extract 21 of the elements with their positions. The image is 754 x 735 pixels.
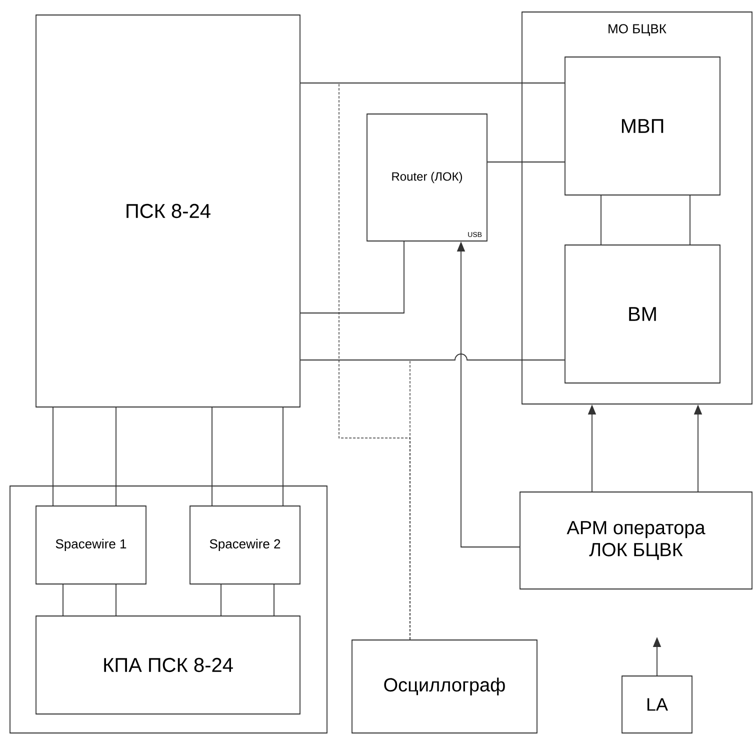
connector-line xyxy=(300,82,565,84)
block-box: ВМ xyxy=(564,244,720,384)
block-box: ПСК 8-24 xyxy=(36,14,300,408)
block-box: КПА ПСК 8-24 xyxy=(36,616,300,714)
group-frame xyxy=(10,486,328,734)
block-box: АРМ оператора ЛОК БЦВК xyxy=(520,492,752,590)
block-box: МВП xyxy=(564,56,720,196)
group-frame xyxy=(522,12,752,404)
connector-line xyxy=(300,354,565,360)
block-box: Spacewire 2 xyxy=(190,506,300,584)
connector-line xyxy=(300,241,404,314)
connector-line xyxy=(282,407,284,506)
connector-line xyxy=(62,584,64,616)
block-box: LA xyxy=(622,676,692,734)
block-box: Spacewire 1 xyxy=(36,506,146,584)
connector-line xyxy=(600,195,602,245)
probe-line xyxy=(338,82,410,640)
connector-line xyxy=(220,584,222,616)
group-title: МО БЦВК xyxy=(608,24,666,36)
block-box: Осциллограф xyxy=(352,640,538,734)
connector-line xyxy=(52,407,54,506)
